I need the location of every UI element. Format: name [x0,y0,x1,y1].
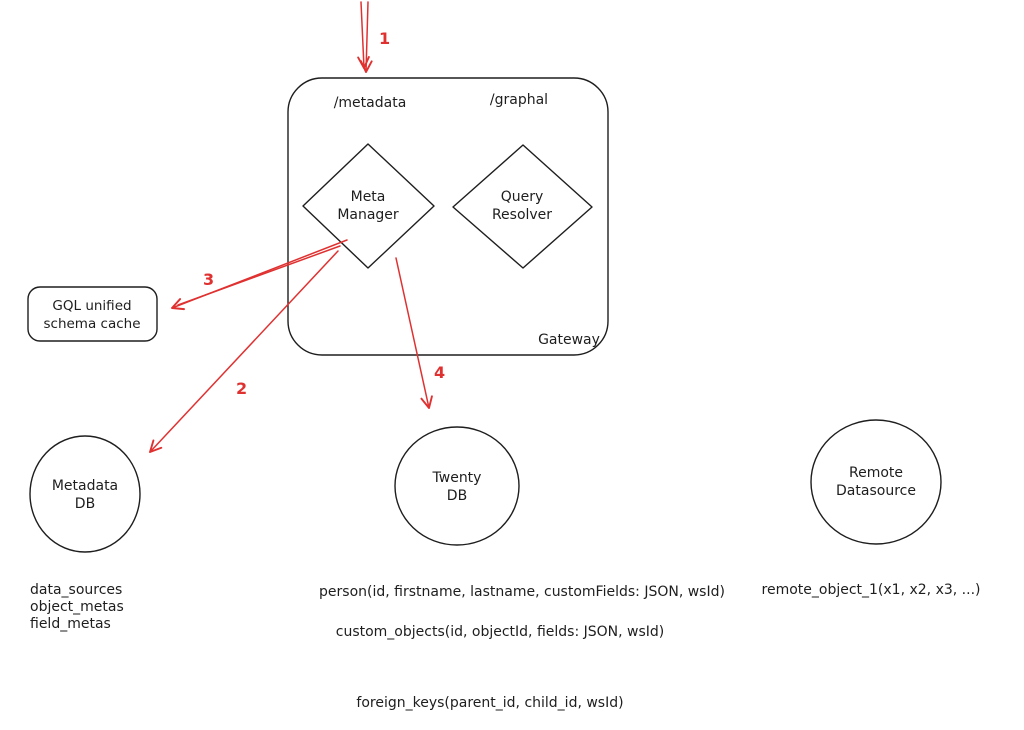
arrow-3-line-b [177,245,341,306]
schema-cache-label-line2: schema cache [43,316,140,332]
endpoint-metadata-label: /metadata [334,95,407,111]
metadata-db-circle [29,435,141,553]
metadata-db-label-line1: Metadata [52,478,118,494]
remote-datasource-circle [810,419,942,545]
arrow-4 [395,257,433,409]
arrow-2 [149,250,339,453]
arrow-3 [171,239,348,311]
custom-objects-table-annotation: custom_objects(id, objectId, fields: JSO… [336,624,665,640]
metadata-db-label-line2: DB [75,496,95,512]
arrow-4-label: 4 [434,363,445,382]
person-table-annotation: person(id, firstname, lastname, customFi… [319,584,725,600]
arrow-2-label: 2 [236,379,247,398]
schema-cache-box [27,286,158,342]
schema-cache-label-line1: GQL unified [52,298,131,314]
metadata-tables-line1: data_sources [30,582,122,598]
remote-object-table-annotation: remote_object_1(x1, x2, x3, ...) [762,582,981,598]
meta-manager-label-line1: Meta [351,189,386,205]
query-resolver-label-line1: Query [501,189,544,205]
twenty-db-label-line1: Twenty [432,470,482,486]
remote-datasource-label-line2: Datasource [836,483,916,499]
gateway-label: Gateway [538,332,600,348]
metadata-tables-line3: field_metas [30,616,111,632]
gateway-box [287,77,609,356]
arrow-1-label: 1 [379,29,390,48]
endpoint-graphql-label: /graphal [490,92,548,108]
query-resolver-diamond [452,144,593,269]
meta-manager-label-line2: Manager [337,207,399,223]
twenty-db-label-line2: DB [447,488,467,504]
query-resolver-label-line2: Resolver [492,207,552,223]
metadata-tables-line2: object_metas [30,599,124,615]
arrow-1-line-a [357,1,370,69]
foreign-keys-table-annotation: foreign_keys(parent_id, child_id, wsId) [356,695,623,711]
meta-manager-diamond [302,143,435,269]
arrow-1 [357,1,373,73]
arrow-1-line-b [359,1,373,73]
arrow-3-label: 3 [203,270,214,289]
twenty-db-circle [394,426,520,546]
remote-datasource-label-line1: Remote [849,465,903,481]
